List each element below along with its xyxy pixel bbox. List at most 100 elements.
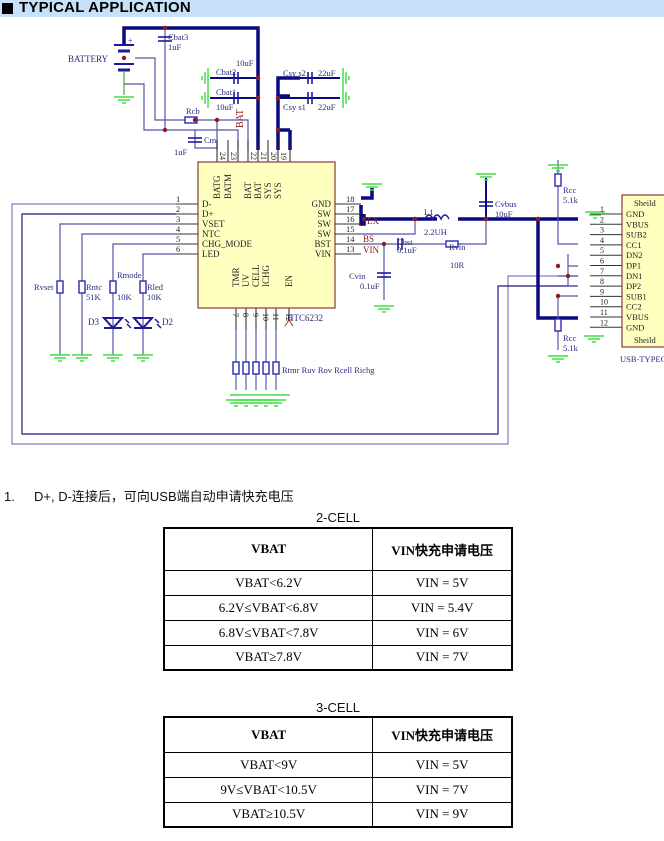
rcc-bottom-value: 5.1k [563, 343, 579, 353]
pin-number: 5 [176, 234, 180, 244]
cbat3-value: 1uF [168, 42, 182, 52]
junction-dot [275, 127, 281, 133]
header-vin: VIN快充申请电压 [372, 527, 513, 571]
label-d2: D2 [162, 317, 173, 327]
en-arrow-icon [284, 319, 294, 327]
resistor-body [554, 173, 562, 187]
vbat-cell: VBAT<9V [163, 751, 374, 778]
rmode-ref: Rmode [117, 270, 142, 280]
cm-ref: Cm [204, 135, 217, 145]
usb-pin-number: 12 [600, 318, 608, 327]
ic-body [197, 161, 336, 309]
header-vbat: VBAT [163, 716, 374, 753]
pin-number: 14 [346, 234, 355, 244]
l1-ref: L1 [424, 207, 433, 217]
junction-dots [121, 25, 571, 299]
vbat-cell: 6.2V≤VBAT<6.8V [163, 594, 374, 621]
cvbus-ref: Cvbus [495, 199, 517, 209]
pin-number: 13 [346, 244, 355, 254]
rcc-bottom-ref: Rcc [563, 333, 576, 343]
rntc-ref: Rntc [86, 282, 102, 292]
resistor-body [445, 240, 459, 248]
vbat-cell: VBAT<6.2V [163, 569, 374, 596]
pin-name: SW [318, 229, 332, 239]
pin-number: 10 [261, 313, 270, 321]
pin-name: UV [241, 274, 251, 287]
usb-pin-number: 4 [600, 236, 604, 245]
usb-pin-name: DN1 [626, 271, 643, 281]
usb-pin-number: 1 [600, 205, 604, 214]
cvin-ref: Cvin [349, 271, 366, 281]
csys1-value: 22uF [318, 102, 336, 112]
pin-name: TMR [231, 267, 241, 287]
vbat-cell: 9V≤VBAT<10.5V [163, 776, 374, 803]
ic-part-number: HTC6232 [287, 313, 323, 323]
pin-number: 15 [346, 224, 355, 234]
pin-number: 21 [259, 152, 268, 160]
note-item: 1. D+, D-连接后，可向USB端自动申请快充电压 [4, 486, 294, 505]
cbat2-ref: Cbat2 [216, 67, 236, 77]
pin-name: VSET [202, 219, 225, 229]
led-d2 [131, 317, 162, 330]
resistor-body [272, 361, 280, 375]
cbst-ref: Cbst [397, 237, 413, 247]
junction-dot [412, 216, 418, 222]
resistor-body [109, 280, 117, 294]
usb-pin-name: CC1 [626, 240, 642, 250]
pin-number: 23 [229, 152, 238, 160]
pin-name: EN [284, 275, 294, 287]
junction-dot [255, 95, 261, 101]
pin-number: 3 [176, 214, 180, 224]
resistor-body [242, 361, 250, 375]
resistor-body [554, 318, 562, 332]
cvin-value: 0.1uF [360, 281, 380, 291]
net-label-vin: VIN [363, 245, 379, 255]
usb-pin-name: DP2 [626, 281, 641, 291]
pin-number: 20 [269, 152, 278, 160]
battery-symbol [114, 44, 134, 95]
pin-number: 19 [279, 152, 288, 160]
usb-pin-name: DN2 [626, 250, 643, 260]
vin-cell: VIN = 9V [372, 801, 513, 828]
pin-number: 2 [176, 204, 180, 214]
pin-name: BAT [243, 181, 253, 199]
rcc-top-ref: Rcc [563, 185, 576, 195]
note-text: D+, D-连接后，可向USB端自动申请快充电压 [34, 489, 294, 504]
pin-name: D- [202, 199, 212, 209]
rntc-value: 51K [86, 292, 102, 302]
pin-leads [216, 140, 291, 330]
vin-cell: VIN = 6V [372, 619, 513, 646]
usb-pin-name: SUB2 [626, 230, 647, 240]
pin-name: D+ [202, 209, 214, 219]
pin-name: VIN [315, 249, 331, 259]
junction-dot [162, 25, 168, 31]
junction-dot [214, 117, 220, 123]
resistor-body [139, 280, 147, 294]
note-number: 1. [4, 489, 15, 504]
pin-name: BST [314, 239, 331, 249]
vin-cell: VIN = 5V [372, 569, 513, 596]
vbat-cell: VBAT≥7.8V [163, 644, 374, 671]
usb-pin-name: GND [626, 322, 644, 332]
table-caption-3cell: 3-CELL [315, 700, 361, 715]
junction-dot [361, 216, 367, 222]
usb-pin-name: GND [626, 209, 644, 219]
pin-name: CHG_MODE [202, 239, 253, 249]
junction-dot [275, 95, 281, 101]
rvset-ref: Rvset [34, 282, 54, 292]
rvin-value: 10R [450, 260, 465, 270]
usb-pin-number: 5 [600, 246, 604, 255]
rled-ref: Rled [147, 282, 164, 292]
cbat3-ref: Cbat3 [168, 32, 188, 42]
l1-value: 2.2UH [424, 227, 447, 237]
